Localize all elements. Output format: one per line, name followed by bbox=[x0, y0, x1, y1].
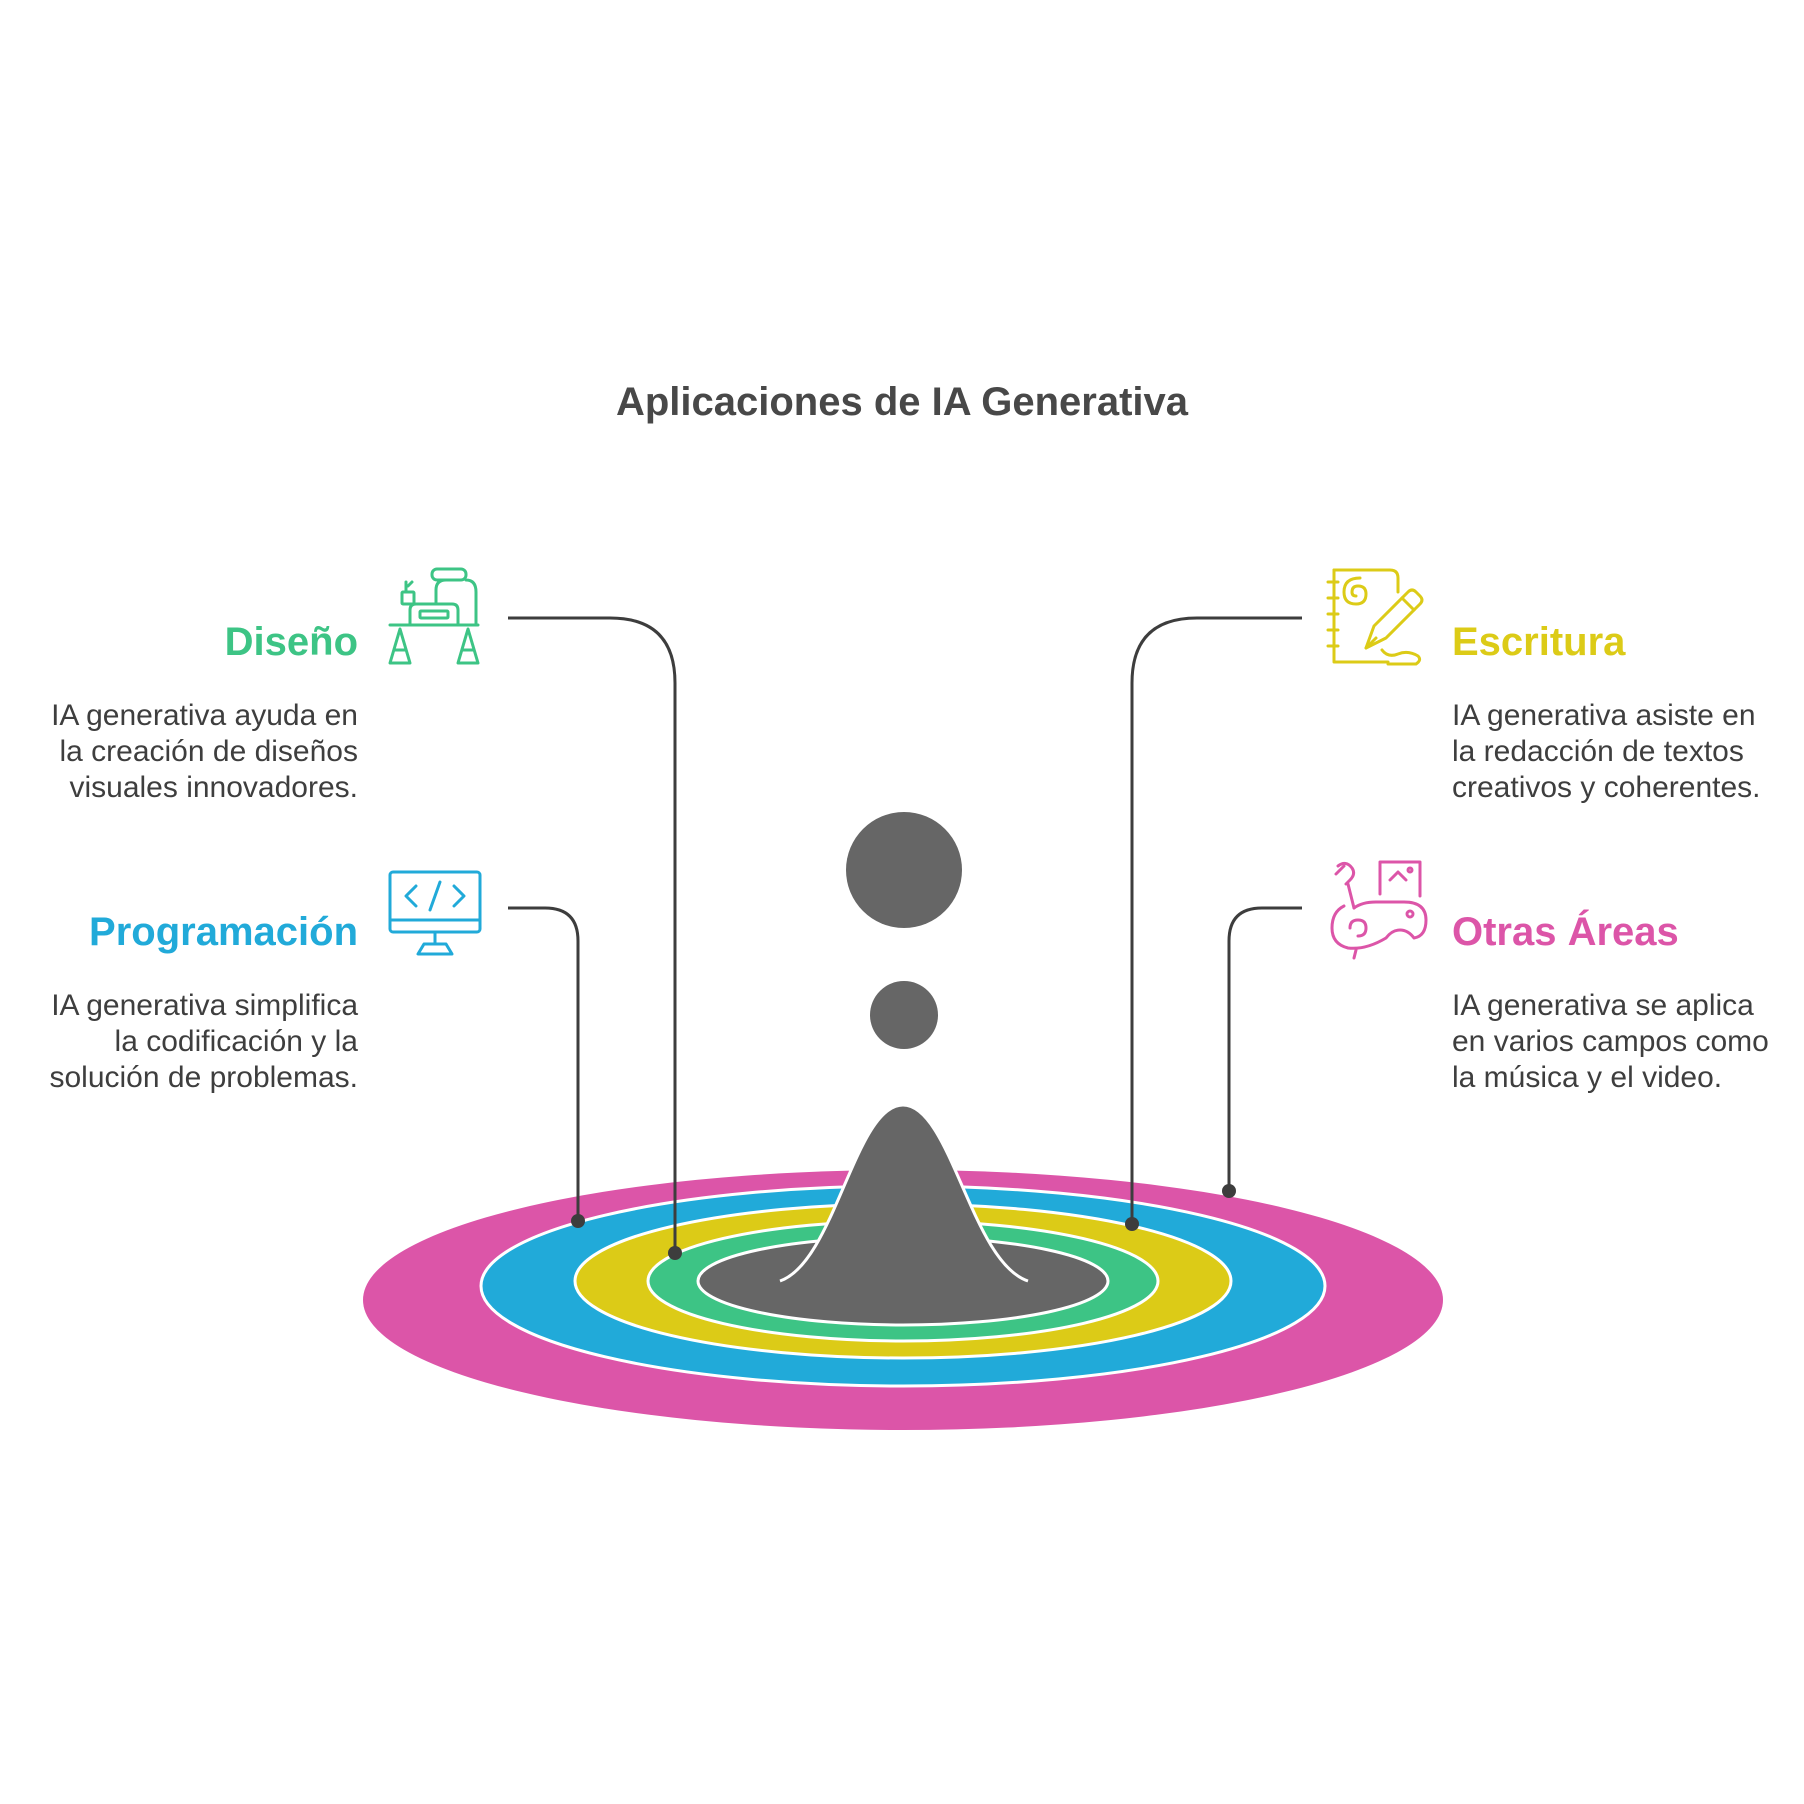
connector-programacion bbox=[508, 906, 580, 1221]
connector-diseno bbox=[508, 616, 677, 1253]
droplet-small bbox=[870, 981, 938, 1049]
connector-endpoints bbox=[571, 1184, 1236, 1260]
connector-otras-areas bbox=[1227, 906, 1302, 1191]
code-monitor-icon bbox=[388, 870, 482, 956]
endpoint-otras-areas bbox=[1222, 1184, 1236, 1198]
droplet-large bbox=[846, 812, 962, 928]
desc-programacion: IA generativa simplifica la codificación… bbox=[49, 989, 358, 1094]
paintbrush-palette-icon bbox=[1330, 860, 1428, 960]
splash-peak-edge bbox=[779, 1103, 1029, 1283]
connector-lines bbox=[508, 616, 1302, 1253]
connector-escritura bbox=[1130, 616, 1302, 1224]
desc-escritura: IA generativa asiste en la redacción de … bbox=[1452, 699, 1761, 804]
label-escritura: Escritura bbox=[1452, 620, 1626, 664]
notebook-pen-icon bbox=[1326, 568, 1424, 666]
label-programacion: Programación bbox=[89, 910, 358, 954]
endpoint-escritura bbox=[1125, 1217, 1139, 1231]
desc-diseno: IA generativa ayuda en la creación de di… bbox=[51, 699, 358, 804]
endpoint-programacion bbox=[571, 1214, 585, 1228]
page-title: Aplicaciones de IA Generativa bbox=[615, 380, 1189, 424]
label-diseno: Diseño bbox=[224, 620, 358, 664]
endpoint-diseno bbox=[668, 1246, 682, 1260]
desk-workspace-icon bbox=[388, 567, 480, 665]
splash-peak bbox=[780, 1105, 1028, 1281]
desc-otras-areas: IA generativa se aplica en varios campos… bbox=[1452, 989, 1769, 1094]
label-otras-areas: Otras Áreas bbox=[1452, 910, 1679, 954]
